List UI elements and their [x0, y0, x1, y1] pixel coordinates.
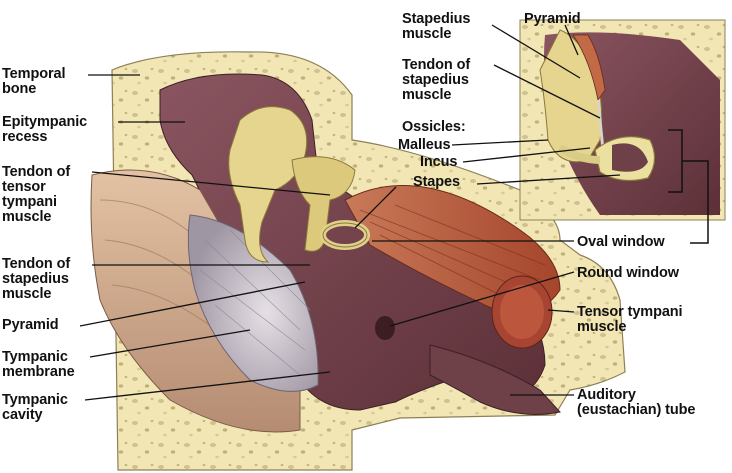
label-temporal-bone: Temporal bone	[2, 66, 66, 97]
label-round-window: Round window	[577, 265, 679, 281]
tensor-tympani-shape	[344, 185, 561, 349]
label-tendon-stapedius-left: Tendon of stapedius muscle	[2, 256, 71, 302]
label-tendon-stapedius-right: Tendon of stapedius muscle	[402, 57, 471, 103]
leader-lines	[79, 24, 621, 401]
inset-detail	[519, 19, 726, 221]
label-epitympanic-recess: Epitympanic recess	[2, 114, 88, 145]
round-window-shape	[375, 316, 395, 340]
label-malleus: Malleus	[398, 137, 451, 153]
label-auditory-tube: Auditory (eustachian) tube	[577, 387, 696, 418]
label-tympanic-cavity: Tympanic cavity	[2, 392, 68, 423]
label-pyramid-left: Pyramid	[2, 317, 59, 333]
label-oval-window: Oval window	[577, 234, 665, 250]
label-ossicles: Ossicles:	[402, 119, 466, 135]
label-pyramid-top: Pyramid	[524, 11, 581, 27]
label-tympanic-membrane: Tympanic membrane	[2, 349, 75, 380]
inset-bracket	[668, 129, 709, 244]
label-tendon-tensor-tympani: Tendon of tensor tympani muscle	[2, 164, 71, 225]
ossicles-shape	[228, 106, 370, 263]
auditory-tube-shape	[429, 344, 561, 415]
tympanic-membrane-shape	[187, 214, 319, 392]
label-stapes: Stapes	[413, 174, 460, 190]
label-tensor-tympani-muscle: Tensor tympani muscle	[577, 304, 683, 335]
label-stapedius-muscle: Stapedius muscle	[402, 11, 471, 42]
label-incus: Incus	[420, 154, 458, 170]
